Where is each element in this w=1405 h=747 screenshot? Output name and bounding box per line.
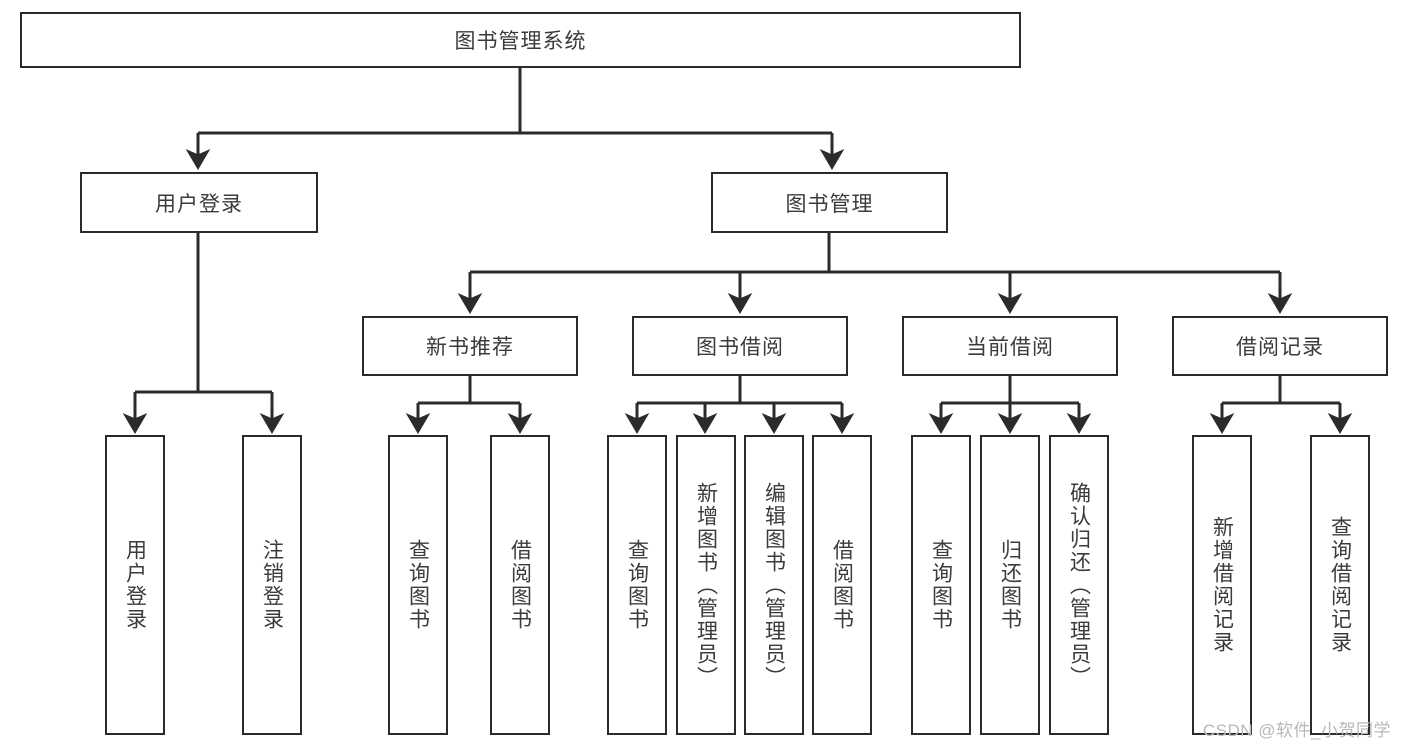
leaf-return-book[interactable]: 归还图书 bbox=[980, 435, 1040, 735]
node-borrow-record[interactable]: 借阅记录 bbox=[1172, 316, 1388, 376]
node-label: 新增借阅记录 bbox=[1210, 516, 1234, 654]
leaf-query-book-recommend[interactable]: 查询图书 bbox=[388, 435, 448, 735]
leaf-confirm-return-admin[interactable]: 确认归还（管理员） bbox=[1049, 435, 1109, 735]
node-label: 用户登录 bbox=[155, 192, 243, 216]
node-label: 确认归还（管理员） bbox=[1067, 481, 1091, 689]
node-book-management[interactable]: 图书管理 bbox=[711, 172, 948, 233]
leaf-query-borrow-record[interactable]: 查询借阅记录 bbox=[1310, 435, 1370, 735]
node-label: 当前借阅 bbox=[966, 336, 1054, 359]
node-label: 注销登录 bbox=[260, 539, 284, 631]
node-new-book-recommend[interactable]: 新书推荐 bbox=[362, 316, 578, 376]
node-label: 用户登录 bbox=[123, 539, 147, 631]
leaf-query-book-borrow[interactable]: 查询图书 bbox=[607, 435, 667, 735]
leaf-borrow-book-recommend[interactable]: 借阅图书 bbox=[490, 435, 550, 735]
node-label: 图书管理系统 bbox=[454, 30, 587, 53]
node-label: 新书推荐 bbox=[426, 336, 514, 359]
node-label: 归还图书 bbox=[998, 539, 1022, 631]
node-label: 图书管理 bbox=[785, 192, 874, 216]
edges-userlogin-to-leaves bbox=[122, 233, 285, 434]
node-root-library-system[interactable]: 图书管理系统 bbox=[20, 12, 1021, 68]
node-label: 新增图书（管理员） bbox=[694, 481, 718, 689]
node-label: 借阅记录 bbox=[1236, 336, 1324, 359]
node-current-borrow[interactable]: 当前借阅 bbox=[902, 316, 1118, 376]
node-label: 借阅图书 bbox=[830, 539, 854, 631]
node-book-borrow[interactable]: 图书借阅 bbox=[632, 316, 848, 376]
edges-newbook-to-leaves bbox=[405, 376, 533, 434]
node-label: 图书借阅 bbox=[696, 336, 784, 359]
node-label: 借阅图书 bbox=[508, 539, 532, 631]
edges-borrowrecord-to-leaves bbox=[1209, 376, 1353, 434]
leaf-add-borrow-record[interactable]: 新增借阅记录 bbox=[1192, 435, 1252, 735]
node-label: 查询借阅记录 bbox=[1328, 516, 1352, 654]
edges-root-to-level2 bbox=[185, 68, 845, 170]
leaf-add-book-admin[interactable]: 新增图书（管理员） bbox=[676, 435, 736, 735]
node-label: 编辑图书（管理员） bbox=[762, 481, 786, 689]
node-label: 查询图书 bbox=[406, 539, 430, 631]
node-label: 查询图书 bbox=[625, 539, 649, 631]
leaf-user-login[interactable]: 用户登录 bbox=[105, 435, 165, 735]
leaf-logout-login[interactable]: 注销登录 bbox=[242, 435, 302, 735]
node-user-login[interactable]: 用户登录 bbox=[80, 172, 318, 233]
leaf-edit-book-admin[interactable]: 编辑图书（管理员） bbox=[744, 435, 804, 735]
node-label: 查询图书 bbox=[929, 539, 953, 631]
edges-bookmgmt-to-level3 bbox=[457, 233, 1293, 314]
leaf-borrow-book[interactable]: 借阅图书 bbox=[812, 435, 872, 735]
leaf-query-book-current[interactable]: 查询图书 bbox=[911, 435, 971, 735]
edges-bookborrow-to-leaves bbox=[624, 376, 855, 434]
edges-currentborrow-to-leaves bbox=[928, 376, 1092, 434]
